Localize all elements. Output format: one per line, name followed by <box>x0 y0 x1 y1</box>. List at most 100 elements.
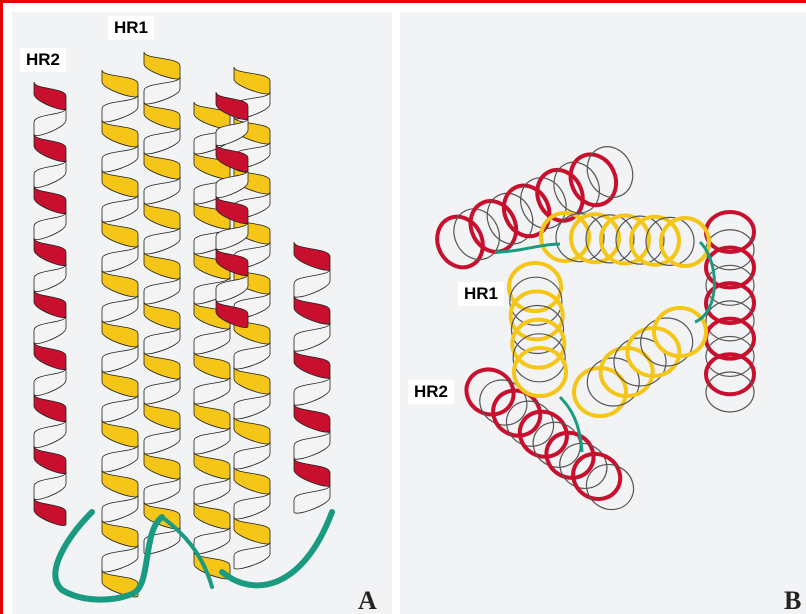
helix-ribbon-back <box>102 145 138 172</box>
helix-ribbon-back <box>34 472 66 500</box>
helix-ribbon-back <box>234 442 270 469</box>
helix-ribbon-front <box>102 320 138 347</box>
helix-ring <box>578 456 642 518</box>
helix-ribbon-front <box>294 458 330 486</box>
helix-ribbon-back <box>234 542 270 569</box>
helix-ring <box>512 320 564 368</box>
helix-ribbon-back <box>34 368 66 396</box>
helix-ribbon-back <box>194 527 230 554</box>
hr2-helix-right <box>294 242 330 513</box>
helix-ribbon-front <box>102 120 138 147</box>
label-hr1-a: HR1 <box>108 16 154 40</box>
helix-ribbon-back <box>294 431 330 459</box>
helix-ring <box>706 301 754 341</box>
helix-ribbon-front <box>144 402 180 429</box>
helix-ribbon-back <box>234 392 270 419</box>
helix-ribbon-front <box>34 82 66 110</box>
helix-ribbon-back <box>234 492 270 519</box>
panel-b-top-view: HR1 HR2 B <box>400 12 806 614</box>
helix-ribbon-front <box>234 517 270 544</box>
helix-ribbon-back <box>194 327 230 354</box>
helix-ribbon-front <box>102 370 138 397</box>
helix-ribbon-back <box>102 95 138 122</box>
label-hr1-b: HR1 <box>458 282 504 306</box>
hr1-helix-3 <box>194 102 230 579</box>
helix-ribbon-front <box>34 342 66 370</box>
helix-ribbon-back <box>144 427 180 454</box>
helix-ribbon-front <box>194 452 230 479</box>
helix-ribbon-back <box>34 212 66 240</box>
helix-ring <box>546 155 608 221</box>
helix-ribbon-front <box>34 498 66 526</box>
helix-ribbon-back <box>144 177 180 204</box>
panel-b-ribbon-drawing <box>400 12 806 614</box>
hr2-top-view-b <box>706 212 754 412</box>
helix-ribbon-front <box>194 502 230 529</box>
helix-ring <box>706 372 754 412</box>
helix-ribbon-front <box>34 134 66 162</box>
panel-a-ribbon-drawing <box>12 12 392 614</box>
helix-ribbon-back <box>34 420 66 448</box>
helix-ribbon-front <box>144 452 180 479</box>
helix-ribbon-back <box>194 377 230 404</box>
helix-ribbon-front <box>294 296 330 324</box>
helix-ring <box>706 336 754 376</box>
helix-ribbon-front <box>234 467 270 494</box>
helix-ring <box>514 348 566 396</box>
hr1-top-view-b <box>509 263 566 396</box>
helix-ring <box>641 318 693 366</box>
helix-ribbon-back <box>34 108 66 136</box>
helix-ribbon-back <box>144 127 180 154</box>
helix-ribbon-front <box>102 170 138 197</box>
panel-letter-a: A <box>358 586 377 614</box>
helix-ribbon-front <box>102 420 138 447</box>
helix-ribbon-front <box>294 242 330 270</box>
panel-letter-b: B <box>784 586 801 614</box>
helix-ring <box>496 178 558 244</box>
helix-ribbon-front <box>144 252 180 279</box>
helix-ring <box>562 147 624 213</box>
hr2-helix-mid <box>216 92 248 328</box>
helix-ribbon-front <box>34 238 66 266</box>
helix-ribbon-front <box>144 152 180 179</box>
helix-ring <box>446 201 508 267</box>
label-hr2-b: HR2 <box>408 380 454 404</box>
hr1-top-view-c <box>574 308 706 416</box>
helix-ribbon-front <box>144 302 180 329</box>
helix-ribbon-front <box>294 404 330 432</box>
helix-ribbon-front <box>144 352 180 379</box>
helix-ribbon-back <box>144 227 180 254</box>
helix-ribbon-front <box>34 446 66 474</box>
helix-ribbon-back <box>144 327 180 354</box>
helix-ribbon-front <box>234 67 270 94</box>
helix-ring <box>525 414 589 476</box>
helix-ribbon-back <box>102 445 138 472</box>
helix-ribbon-back <box>102 195 138 222</box>
helix-ring <box>511 291 563 339</box>
helix-ring <box>429 209 491 275</box>
helix-ribbon-back <box>102 345 138 372</box>
helix-ribbon-back <box>194 427 230 454</box>
helix-ring <box>579 139 641 205</box>
helix-ribbon-back <box>34 316 66 344</box>
helix-ribbon-front <box>234 417 270 444</box>
helix-ring <box>509 263 561 311</box>
helix-ribbon-front <box>34 186 66 214</box>
helix-ribbon-back <box>294 377 330 405</box>
helix-ribbon-front <box>144 102 180 129</box>
helix-ribbon-back <box>294 323 330 351</box>
helix-ribbon-back <box>144 77 180 104</box>
helix-ring <box>472 372 536 434</box>
helix-ribbon-front <box>34 290 66 318</box>
helix-ribbon-back <box>102 495 138 522</box>
helix-ribbon-back <box>144 377 180 404</box>
hr1-helix-2 <box>144 52 180 554</box>
helix-ribbon-back <box>144 477 180 504</box>
helix-ribbon-back <box>102 295 138 322</box>
helix-ribbon-front <box>194 402 230 429</box>
helix-ribbon-back <box>102 245 138 272</box>
label-hr2-a: HR2 <box>20 48 66 72</box>
helix-ribbon-back <box>34 264 66 292</box>
helix-ribbon-front <box>34 394 66 422</box>
